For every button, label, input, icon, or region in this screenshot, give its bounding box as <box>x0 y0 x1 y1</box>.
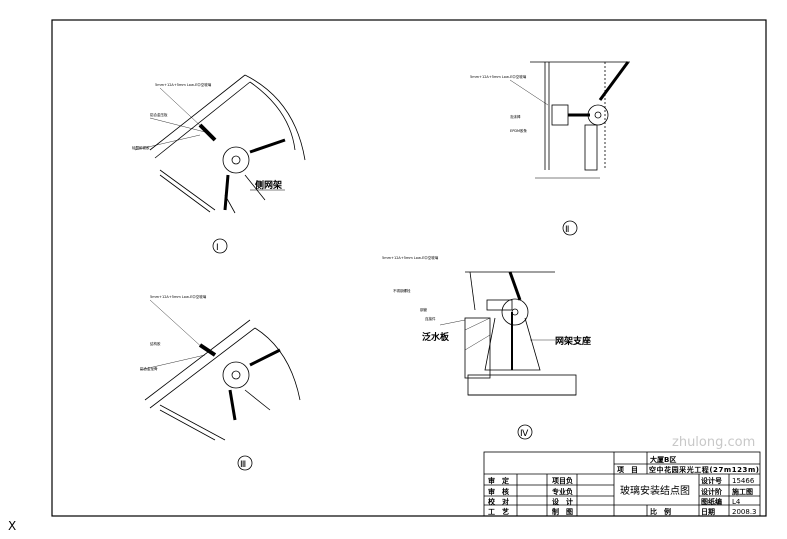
client: 大厦B区 <box>650 455 676 464</box>
sheet-no-label: 图纸编 <box>701 497 722 506</box>
tb-role: 校 对 <box>488 497 509 506</box>
label: 钢管 <box>420 307 428 312</box>
label: 泡沫棒 <box>510 114 521 119</box>
stage: 施工图 <box>732 487 753 496</box>
detail-number: Ⅲ <box>240 460 246 470</box>
detail-number: Ⅰ <box>216 243 219 253</box>
detail-1 <box>134 74 306 254</box>
date: 2008.3 <box>732 508 757 516</box>
label: 5mm+12A+5mm Low-E中空玻璃 <box>470 74 527 79</box>
detail-2 <box>509 61 630 236</box>
label: 连接件 <box>425 316 436 321</box>
detail-number: Ⅳ <box>520 429 529 439</box>
callout-side-truss: 侧网架 <box>255 179 282 191</box>
design-no-label: 设计号 <box>701 476 722 485</box>
tb-role: 工 艺 <box>488 507 509 516</box>
tb-role: 专业负 <box>552 487 573 496</box>
label: 5mm+12A+5mm Low-E中空玻璃 <box>150 294 207 299</box>
label: 铝合金压板 <box>150 112 168 117</box>
drawing-border <box>51 19 767 517</box>
project-label: 项 目 <box>617 465 638 474</box>
callout-flashing: 泛水板 <box>422 331 450 343</box>
date-label: 日期 <box>701 507 715 516</box>
scale-label: 比 例 <box>650 507 671 516</box>
label: 硅酮耐候胶 <box>132 145 150 150</box>
label: 结构胶 <box>150 341 161 346</box>
drawing-title: 玻璃安装结点图 <box>620 484 690 497</box>
watermark: zhulong.com <box>672 435 755 450</box>
detail-4 <box>439 271 577 440</box>
tb-role: 项目负 <box>552 476 573 485</box>
stage-label: 设计阶 <box>701 487 723 496</box>
corner-mark: X <box>8 519 16 533</box>
sheet-no: L4 <box>732 498 741 506</box>
design-no: 15466 <box>732 477 755 485</box>
label: 不锈钢螺栓 <box>393 288 411 293</box>
detail-3 <box>139 299 301 471</box>
project-value: 空中花园采光工程(27m123m) <box>649 465 759 474</box>
detail-number: Ⅱ <box>565 225 569 235</box>
tb-role: 制 图 <box>552 507 573 516</box>
tb-role: 审 定 <box>488 476 509 485</box>
label: 5mm+12A+5mm Low-E中空玻璃 <box>155 82 212 87</box>
callout-truss-support: 网架支座 <box>555 335 591 347</box>
title-block <box>483 451 761 517</box>
label: 铝合金龙骨 <box>140 366 158 371</box>
label: EPDM胶条 <box>510 128 528 133</box>
tb-role: 设 计 <box>552 497 573 506</box>
tb-role: 审 核 <box>488 487 509 496</box>
label: 5mm+12A+5mm Low-E中空玻璃 <box>382 255 439 260</box>
